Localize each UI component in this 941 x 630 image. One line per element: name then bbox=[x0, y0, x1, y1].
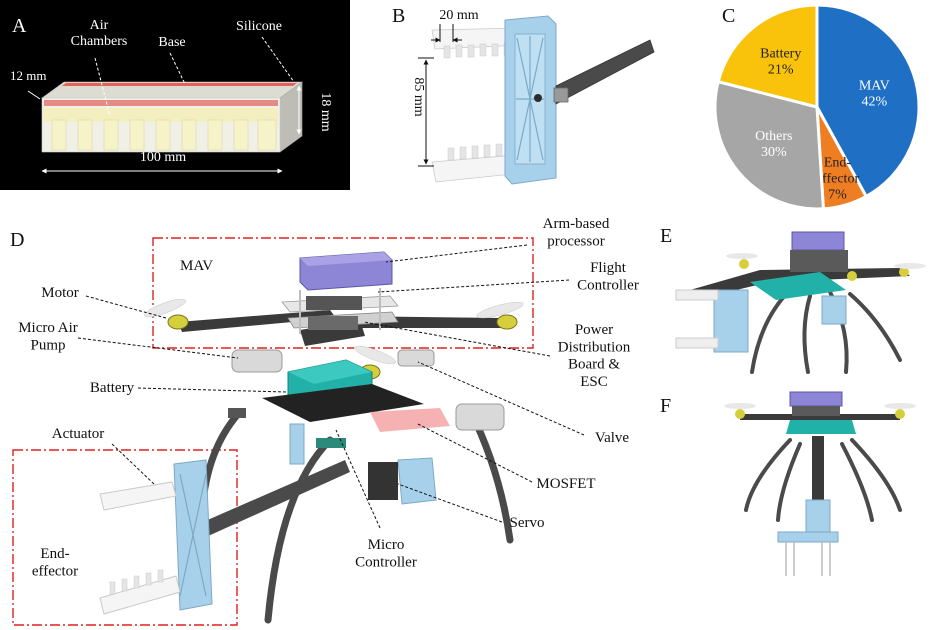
panel-b-letter: B bbox=[392, 5, 405, 27]
end-effector-highlight-box bbox=[12, 449, 238, 626]
label-12mm: 12 mm bbox=[10, 68, 46, 83]
panel-d-leader-lines bbox=[77, 244, 585, 529]
pie-slice-others bbox=[713, 79, 825, 211]
label-silicone: Silicone bbox=[236, 19, 282, 34]
label-battery: Battery bbox=[90, 380, 135, 396]
panel-b: B bbox=[392, 5, 655, 185]
label-end-effector: End-effector bbox=[32, 546, 78, 579]
base-strip bbox=[62, 83, 297, 86]
label-100mm: 100 mm bbox=[140, 150, 186, 165]
panel-b-dimension-lines bbox=[418, 24, 462, 167]
panel-c-letter: C bbox=[722, 5, 735, 27]
actuator-render bbox=[41, 81, 303, 153]
panel-e: E bbox=[660, 225, 926, 374]
panel-a-leaders bbox=[27, 36, 302, 174]
drone-perspective-render bbox=[675, 231, 926, 374]
panel-f: F bbox=[660, 391, 916, 576]
panel-f-letter: F bbox=[660, 395, 671, 417]
label-valve: Valve bbox=[595, 430, 629, 446]
label-actuator: Actuator bbox=[52, 426, 104, 442]
label-85mm: 85 mm bbox=[411, 77, 426, 116]
pie-slice-battery bbox=[716, 3, 819, 109]
label-motor: Motor bbox=[41, 285, 79, 301]
drone-exploded-render bbox=[99, 251, 524, 624]
label-20mm: 20 mm bbox=[439, 8, 478, 23]
label-18mm: 18 mm bbox=[318, 92, 333, 131]
pie-slice-mav bbox=[815, 3, 921, 199]
mav-highlight-box bbox=[152, 237, 534, 349]
air-chamber-fingers bbox=[51, 119, 277, 151]
panel-d-letter: D bbox=[10, 229, 24, 251]
drone-front-render bbox=[724, 391, 916, 576]
panel-e-letter: E bbox=[660, 225, 672, 247]
flight-controller-board bbox=[306, 296, 362, 310]
label-servo: Servo bbox=[510, 515, 545, 531]
panel-d: D bbox=[10, 216, 639, 626]
panel-a-letter: A bbox=[12, 15, 27, 37]
label-mav: MAV bbox=[180, 258, 213, 274]
gripper-render bbox=[431, 15, 655, 185]
label-mosfet: MOSFET bbox=[536, 476, 595, 492]
label-base: Base bbox=[158, 35, 185, 50]
